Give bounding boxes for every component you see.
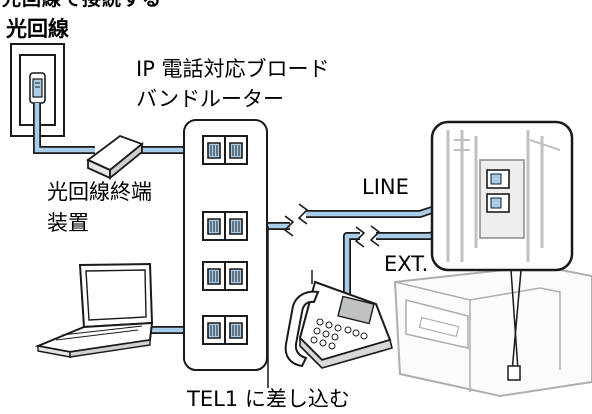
router-port-3-icon: [202, 261, 248, 291]
router-port-1-icon: [202, 135, 248, 165]
partial-title: 光回線で接続する: [2, 0, 162, 9]
router-port-4-icon: [202, 315, 248, 345]
printer-icon: [393, 264, 592, 398]
tel1-instruction-label: TEL1 に差し込む: [187, 387, 350, 411]
fiber-cable: [33, 103, 95, 154]
laptop-icon: [34, 262, 154, 358]
router-box: [183, 119, 268, 371]
router-port-tel1-icon: [202, 211, 248, 241]
wall-outlet-icon: [10, 43, 65, 137]
onu-device-icon: [86, 134, 144, 180]
printer-port-callout: [430, 120, 574, 272]
onu-label-line2: 装置: [47, 211, 89, 235]
wall-fiber-label: 光回線: [6, 17, 69, 41]
onu-label-line1: 光回線終端: [47, 180, 152, 204]
router-label-line1: IP 電話対応ブロード: [136, 57, 330, 81]
telephone-icon: [284, 270, 393, 369]
router-label-line2: バンドルーター: [136, 87, 285, 111]
ext-port-label: EXT.: [384, 252, 429, 276]
line-port-label: LINE: [362, 175, 409, 199]
